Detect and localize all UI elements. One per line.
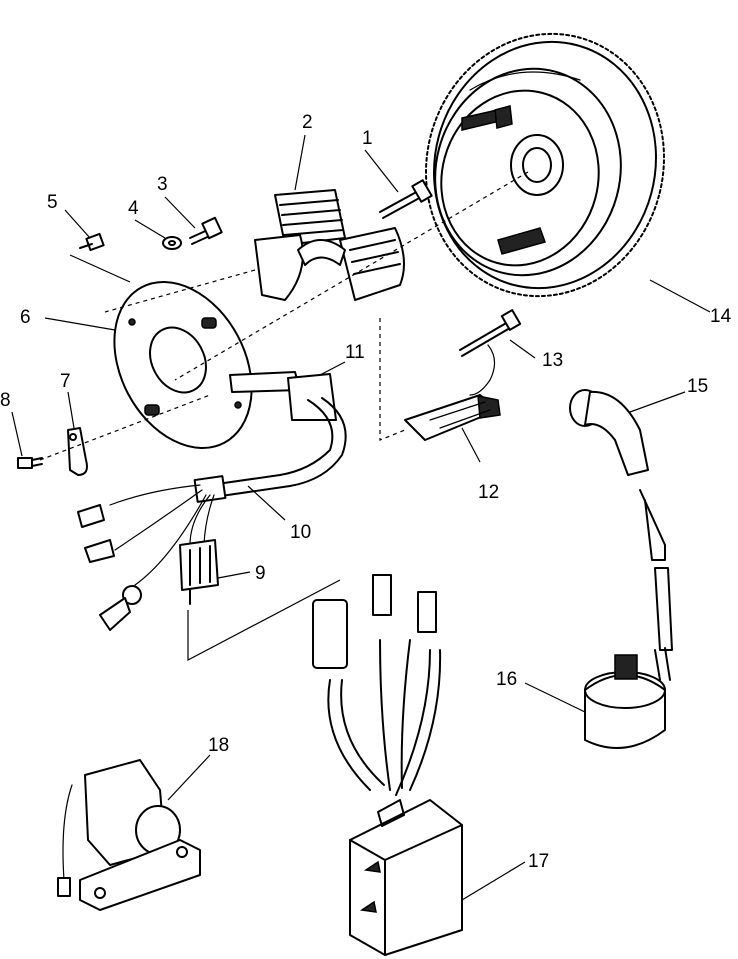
callout-6: 6	[20, 307, 31, 328]
pulser-coil	[404, 394, 501, 441]
callout-15: 15	[687, 376, 708, 397]
stator-coil-assembly	[254, 189, 405, 301]
callout-8: 8	[0, 390, 11, 411]
screw-1	[379, 179, 433, 219]
callout-13: 13	[542, 350, 563, 371]
callout-labels: 1 2 3 4 5 6 7 8 9 10 11 12 13 14 15 16 1…	[0, 112, 732, 872]
spark-plug-cap	[569, 389, 673, 651]
callout-10: 10	[290, 522, 311, 543]
callout-14: 14	[710, 306, 732, 327]
callout-3: 3	[157, 174, 168, 195]
stator-plate	[113, 281, 253, 449]
screw-8	[17, 457, 43, 469]
screw-5	[79, 232, 105, 252]
washer-4	[162, 236, 182, 250]
callout-9: 9	[255, 563, 266, 584]
flywheel	[425, 32, 665, 298]
assembly-lines	[39, 171, 529, 661]
callout-12: 12	[478, 482, 499, 503]
callout-17: 17	[528, 851, 549, 872]
wire-harness	[109, 371, 347, 586]
clamp-7	[67, 427, 88, 476]
callout-7: 7	[60, 371, 71, 392]
callout-11: 11	[345, 342, 365, 363]
callout-1: 1	[362, 128, 373, 149]
callout-2: 2	[302, 112, 313, 133]
cdi-module	[312, 574, 463, 956]
ring-terminal	[77, 504, 142, 631]
starter-solenoid	[57, 759, 201, 911]
screw-3	[189, 216, 223, 245]
ignition-coil	[584, 647, 671, 749]
connector-9	[179, 539, 219, 605]
screw-13	[459, 309, 522, 396]
callout-5: 5	[47, 192, 58, 213]
leader-lines	[11, 134, 711, 901]
callout-4: 4	[128, 198, 139, 219]
callout-16: 16	[496, 669, 517, 690]
callout-18: 18	[208, 735, 229, 756]
